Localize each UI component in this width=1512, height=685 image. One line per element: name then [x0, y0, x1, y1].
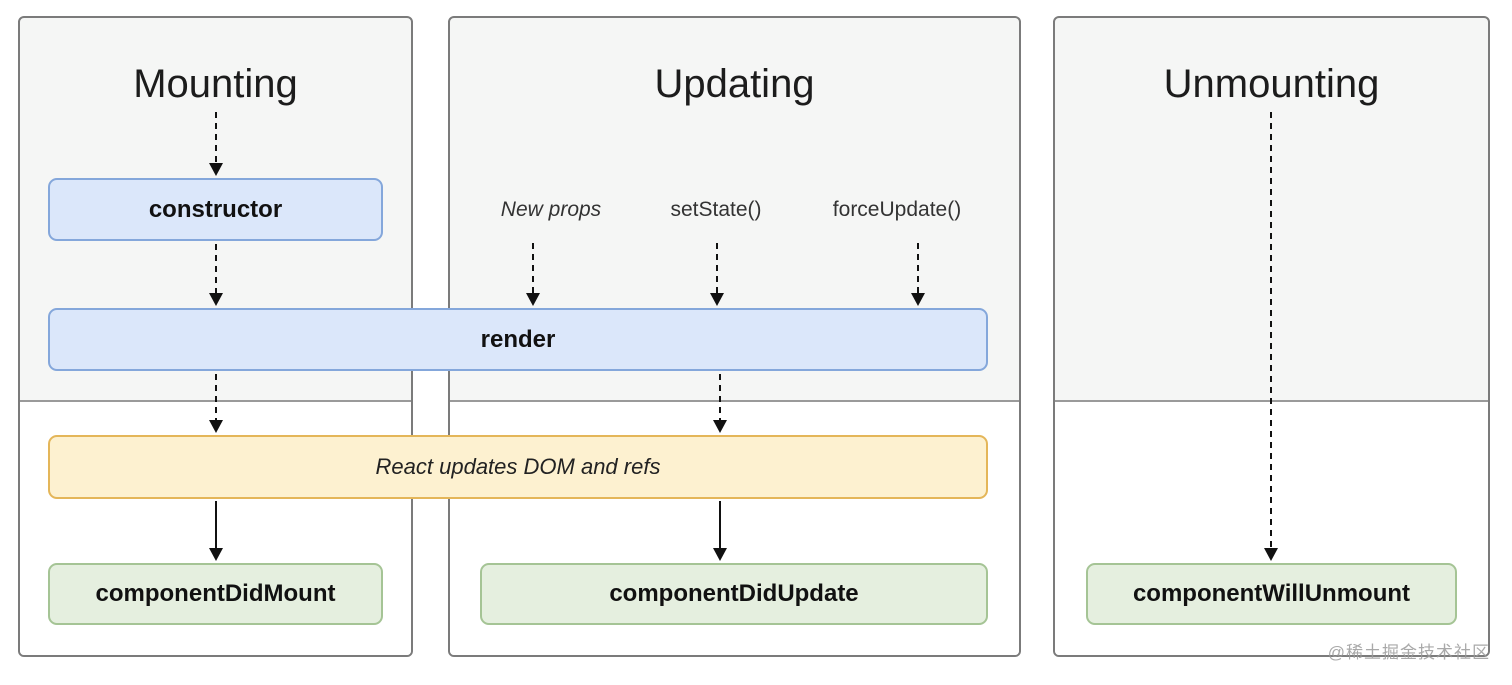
node-constructor[interactable]: constructor [48, 178, 383, 241]
trigger-force-update: forceUpdate() [832, 198, 962, 221]
node-component-did-update[interactable]: componentDidUpdate [480, 563, 988, 625]
dashed-arrow-render-to-dom-update-mounting [209, 374, 223, 433]
dashed-arrow-new-props-to-render [526, 243, 540, 306]
solid-arrow-dom-update-to-did-mount [209, 501, 223, 561]
dashed-arrow-constructor-to-render [209, 244, 223, 306]
dashed-arrow-unmounting-to-will-unmount [1264, 112, 1278, 561]
column-title-updating: Updating [654, 62, 815, 106]
column-title-unmounting: Unmounting [1163, 62, 1380, 106]
node-component-will-unmount[interactable]: componentWillUnmount [1086, 563, 1457, 625]
dashed-arrow-set-state-to-render [710, 243, 724, 306]
node-component-did-mount[interactable]: componentDidMount [48, 563, 383, 625]
column-title-mounting: Mounting [133, 62, 298, 106]
trigger-set-state: setState() [670, 198, 762, 221]
dashed-arrow-mounting-to-constructor [209, 112, 223, 176]
node-render[interactable]: render [48, 308, 988, 371]
watermark-text: @稀土掘金技术社区 [1327, 643, 1490, 662]
dashed-arrow-force-update-to-render [911, 243, 925, 306]
solid-arrow-dom-update-to-did-update [713, 501, 727, 561]
node-react-updates-dom-and-refs: React updates DOM and refs [48, 435, 988, 499]
dashed-arrow-render-to-dom-update-updating [713, 374, 727, 433]
trigger-new-props: New props [500, 198, 602, 221]
